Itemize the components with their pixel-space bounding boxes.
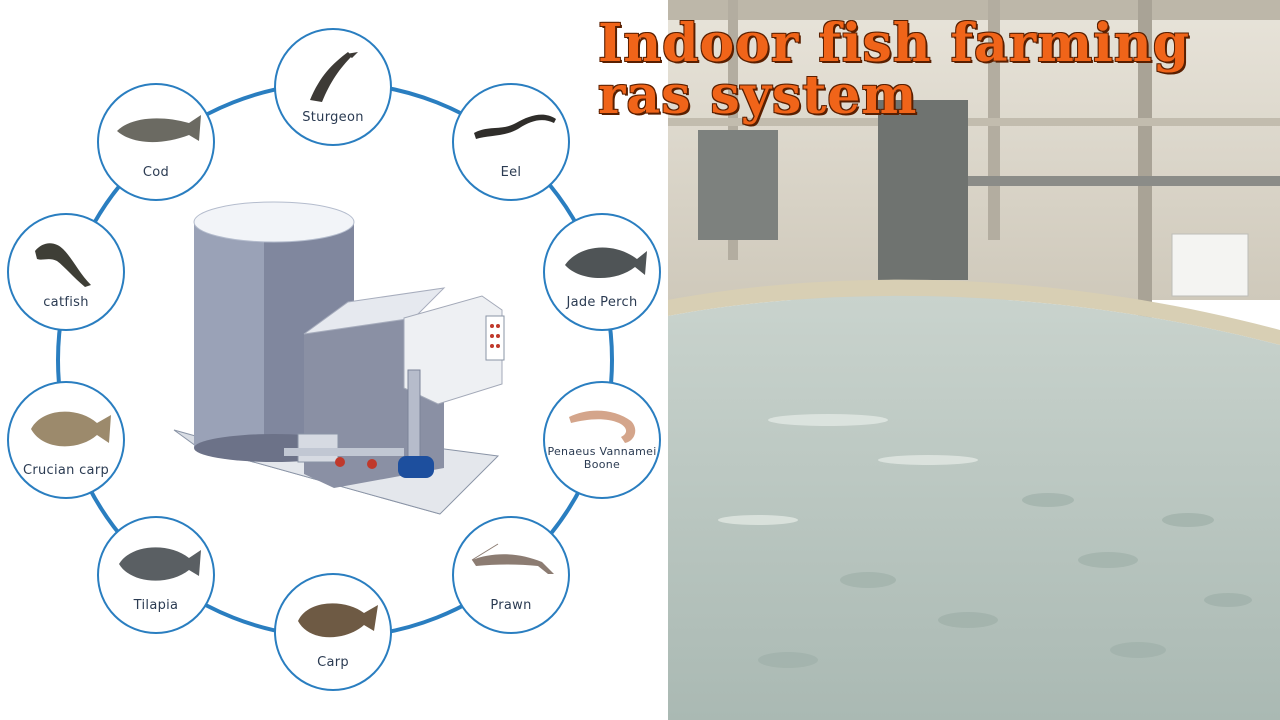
species-node-catfish: catfish	[7, 213, 125, 331]
jade-perch-icon	[565, 247, 647, 279]
species-label: Carp	[317, 655, 349, 670]
tank-photo-illustration	[668, 0, 1280, 720]
species-node-cod: Cod	[97, 83, 215, 201]
indoor-tank-photo	[668, 0, 1280, 720]
ras-equipment-illustration	[173, 201, 505, 515]
species-node-prawn: Prawn	[452, 516, 570, 634]
eel-icon	[474, 114, 556, 139]
species-diagram-panel: Sturgeon Eel Jade Perch Penaeus Vannamei…	[7, 28, 661, 691]
title-line-2: ras system	[598, 65, 918, 126]
species-label: catfish	[43, 295, 89, 310]
species-node-tilapia: Tilapia	[97, 516, 215, 634]
page-title: Indoor fish farming ras system	[598, 18, 1278, 122]
species-label: Eel	[500, 165, 522, 180]
shrimp-icon	[569, 410, 636, 443]
species-label: Penaeus Vannamei Boone	[547, 445, 657, 471]
species-label: Crucian carp	[22, 463, 110, 478]
species-node-crucian-carp: Crucian carp	[7, 381, 125, 499]
title-line-1: Indoor fish farming	[598, 13, 1191, 74]
species-node-sturgeon: Sturgeon	[274, 28, 392, 146]
species-node-carp: Carp	[274, 573, 392, 691]
species-label: Jade Perch	[566, 295, 638, 310]
species-node-jade-perch: Jade Perch	[543, 213, 661, 331]
catfish-icon	[35, 243, 91, 287]
species-node-eel: Eel	[452, 83, 570, 201]
species-label: Sturgeon	[302, 110, 364, 125]
species-label: Cod	[142, 165, 170, 180]
tilapia-icon	[119, 547, 201, 581]
species-label: Tilapia	[133, 598, 179, 613]
prawn-icon	[471, 543, 554, 574]
species-node-penaeus: Penaeus Vannamei Boone	[543, 381, 661, 499]
carp-icon	[298, 603, 378, 638]
cod-icon	[117, 115, 201, 143]
species-label: Prawn	[490, 598, 532, 613]
sturgeon-icon	[310, 52, 358, 102]
crucian-carp-icon	[31, 411, 111, 447]
